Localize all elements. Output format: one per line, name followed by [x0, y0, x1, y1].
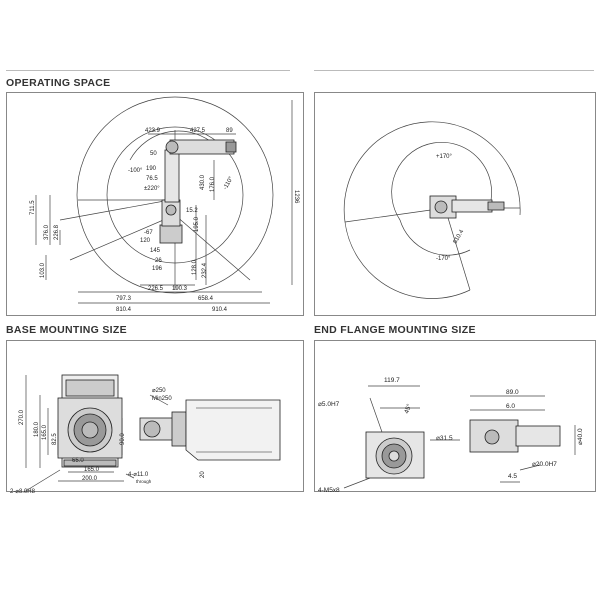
- angle-label-6: 176.0: [210, 176, 216, 192]
- operating-space-panel: [6, 92, 304, 316]
- angle-label-16: 128.0: [192, 259, 198, 275]
- dim-1236: 1236: [293, 190, 299, 204]
- base-labels: 270.0 180.0 165.0 82.5 90.0 65.0 165.0 2…: [10, 388, 206, 495]
- base-mounting-title: BASE MOUNTING SIZE: [6, 324, 127, 336]
- angle-label-3: 76.5: [146, 176, 158, 182]
- dim-65: 65.0: [72, 458, 84, 464]
- dim-89-0: 89.0: [506, 389, 519, 396]
- side-20: 20: [200, 471, 206, 478]
- dim-89: 89: [226, 128, 233, 134]
- dim-423-9: 423.9: [145, 128, 161, 134]
- operating-space-title: OPERATING SPACE: [6, 77, 111, 89]
- angle-label-14: 226.5: [148, 286, 164, 292]
- hole-5-0: ⌀5.0H7: [318, 401, 340, 408]
- angle-label-2: 190: [146, 166, 157, 172]
- angle-label-7: -110°: [223, 175, 235, 191]
- angle-label-13: 196: [152, 266, 163, 272]
- flange-drawing: [343, 385, 576, 489]
- diam-20-0: ⌀20.0H7: [532, 461, 557, 468]
- dim-910-4: 910.4: [212, 307, 228, 313]
- flange-side-body: [469, 419, 561, 453]
- angle-label-1: -100°: [128, 168, 143, 174]
- flange-mounting-panel: [314, 340, 596, 492]
- dim-270: 270.0: [19, 409, 25, 425]
- angle-label-8: 15.2: [186, 208, 198, 214]
- radius-810-4: 810.4: [453, 228, 466, 245]
- dim-810-4: 810.4: [116, 307, 132, 313]
- diam-31-5: ⌀31.5: [436, 435, 453, 442]
- bolt-sub-label: through: [136, 479, 152, 484]
- angle-label-5: 430.0: [200, 174, 206, 190]
- diam-40-0: ⌀40.0: [577, 428, 584, 445]
- dim-180: 180.0: [34, 421, 40, 437]
- angle-label-11: 145: [150, 248, 161, 254]
- robot-side-body: [159, 139, 237, 244]
- dim-165: 165.0: [42, 424, 48, 440]
- dim-90: 90.0: [120, 433, 126, 445]
- dim-376-0: 376.0: [44, 224, 50, 240]
- dim-427-5: 427.5: [190, 128, 206, 134]
- side-view-labels: 423.9 427.5 89 1236 711.5 376.0 226.8 10…: [30, 128, 299, 313]
- screw-label: 4-M5x8: [318, 487, 340, 494]
- header-rule-left: [6, 70, 290, 71]
- robot-top-body: [429, 195, 505, 219]
- header-rule-right: [314, 70, 594, 71]
- flange-labels: 119.7 89.0 6.0 ⌀5.0H7 45° ⌀31.5 ⌀40.0 ⌀2…: [318, 377, 584, 494]
- angle-label-4: ±220°: [144, 186, 160, 192]
- angle-45: 45°: [402, 402, 413, 414]
- dim-4-5: 4.5: [508, 473, 517, 480]
- min-250: Min250: [152, 396, 172, 402]
- dim-226-8: 226.8: [54, 224, 60, 240]
- angle-plus-170: +170°: [436, 154, 453, 160]
- dim-119-7: 119.7: [384, 377, 400, 384]
- dim-82-5: 82.5: [52, 433, 58, 445]
- base-mounting-drawing: [23, 375, 169, 493]
- dim-6-0: 6.0: [506, 403, 515, 410]
- angle-label-17: 232.4: [202, 262, 208, 278]
- angle-label-12: 26: [155, 258, 162, 264]
- dim-658-4: 658.4: [198, 296, 214, 302]
- angle-minus-170: -170°: [436, 256, 451, 262]
- angle-label-15: 190.3: [172, 286, 188, 292]
- dim-711-5: 711.5: [30, 200, 36, 215]
- angle-label-9: -67: [144, 230, 153, 236]
- flange-front-body: [365, 431, 425, 479]
- diam-250: ⌀250: [152, 388, 166, 394]
- base-side-body: [139, 399, 281, 461]
- base-front-body: [57, 374, 123, 468]
- dim-165-b: 165.0: [84, 467, 100, 473]
- bolt-label: 4-⌀11.0: [128, 472, 149, 478]
- dim-200: 200.0: [82, 476, 98, 482]
- holes-label: 2-⌀8.0H8: [10, 489, 36, 495]
- flange-mounting-title: END FLANGE MOUNTING SIZE: [314, 324, 476, 336]
- angle-label-10: 120: [140, 238, 151, 244]
- angle-label-0: 50: [150, 151, 157, 157]
- dim-103-0: 103.0: [40, 262, 46, 278]
- dim-797-3: 797.3: [116, 296, 132, 302]
- angle-label-18: 195.0: [194, 216, 200, 232]
